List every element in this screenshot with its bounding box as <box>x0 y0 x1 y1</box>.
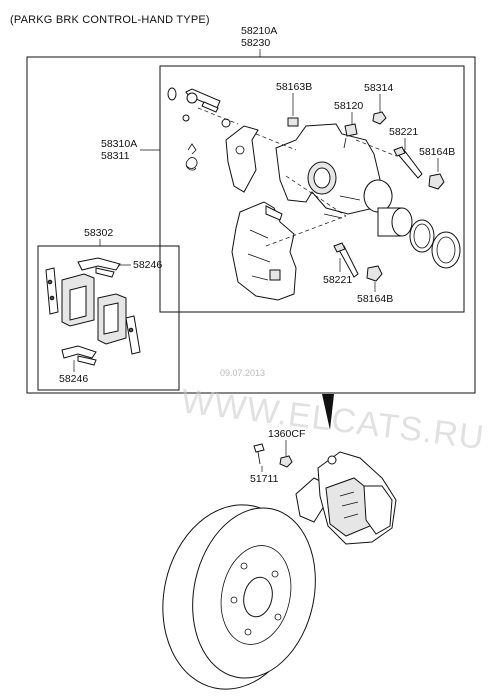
rod-joint <box>186 92 198 104</box>
rod-pin <box>201 101 219 113</box>
shim-dot-2 <box>49 295 55 301</box>
piston <box>363 179 393 213</box>
carrier-detail <box>247 229 271 281</box>
pad-shim-left <box>45 267 59 315</box>
label-51711[interactable]: 51711 <box>250 473 279 485</box>
bleeder-cap[interactable] <box>372 111 387 125</box>
lever-hole <box>235 145 245 155</box>
lug-hole-1 <box>240 562 248 570</box>
label-58314[interactable]: 58314 <box>364 82 393 94</box>
assembled-bleeder <box>327 455 337 465</box>
label-58163B[interactable]: 58163B <box>276 81 312 93</box>
label-58302[interactable]: 58302 <box>84 227 113 239</box>
pad-clip-upper-2 <box>95 267 115 278</box>
carrier-slot <box>269 269 281 281</box>
caliper-body-box <box>159 65 465 313</box>
assembled-detail <box>339 491 359 519</box>
lug-hole-5 <box>230 596 238 604</box>
lug-hole-4 <box>244 628 252 636</box>
carrier-arm <box>265 205 283 221</box>
label-58120[interactable]: 58120 <box>334 100 363 112</box>
label-58164B-top[interactable]: 58164B <box>419 146 455 158</box>
piston-bore-inner <box>313 167 331 189</box>
lug-hole-2 <box>271 570 279 578</box>
pad-kit-contents[interactable] <box>45 257 141 366</box>
label-58310A[interactable]: 58310A <box>101 138 137 150</box>
guide-bolt-bottom-head <box>333 242 346 253</box>
bleeder-screw[interactable] <box>287 117 299 127</box>
assembled-bracket <box>363 485 393 535</box>
return-spring <box>185 143 198 171</box>
label-58246-bottom[interactable]: 58246 <box>59 373 88 385</box>
dust-boot-inner <box>436 236 456 264</box>
shim-dot-3 <box>128 327 134 333</box>
watermark-date: 09.07.2013 <box>220 368 265 378</box>
lug-hole-3 <box>274 613 282 621</box>
label-58221-bottom[interactable]: 58221 <box>323 274 352 286</box>
pad-clip-lower <box>61 345 97 359</box>
caliper-assembly-box <box>26 56 476 394</box>
label-58221-top[interactable]: 58221 <box>389 126 418 138</box>
bleed-valve[interactable] <box>344 123 358 137</box>
piston-face <box>391 207 413 237</box>
disc-hat <box>220 545 292 645</box>
pad-clip-upper <box>77 257 121 271</box>
boot-ring <box>167 87 177 101</box>
piston-seal-inner <box>413 223 431 249</box>
carrier-body <box>231 201 297 301</box>
caliper-carrier[interactable] <box>231 201 297 301</box>
piston-and-seals[interactable] <box>363 179 461 269</box>
pad-kit-box <box>37 245 180 391</box>
parking-lever-assembly[interactable] <box>167 87 259 193</box>
housing-detail <box>323 195 361 219</box>
brake-pad-outer-lining <box>103 302 119 335</box>
label-1360CF[interactable]: 1360CF <box>268 428 305 440</box>
assembled-caliper[interactable] <box>295 451 397 545</box>
assembly-pointer <box>322 394 334 430</box>
shim-dot <box>47 279 53 285</box>
pad-shim-right <box>125 315 141 355</box>
label-58311[interactable]: 58311 <box>101 150 130 162</box>
bleed-valve-stem <box>343 137 347 149</box>
pad-clip-lower-2 <box>77 355 97 366</box>
washer <box>221 118 231 128</box>
mounting-bolt-shank <box>257 451 261 465</box>
guide-boot-top[interactable] <box>428 173 445 190</box>
hub-nut[interactable] <box>279 455 293 468</box>
guide-boot-bottom[interactable] <box>366 265 383 282</box>
label-58246-top[interactable]: 58246 <box>133 259 162 271</box>
disc-center-hole <box>243 576 273 618</box>
mounting-bolt-head[interactable] <box>253 443 265 453</box>
clip <box>182 114 190 122</box>
assembly-dash-lines <box>197 107 397 247</box>
guide-bolt-top-head <box>393 146 406 157</box>
label-58230[interactable]: 58230 <box>241 37 270 49</box>
label-58164B-bottom[interactable]: 58164B <box>357 293 393 305</box>
caliper-housing[interactable] <box>275 123 383 219</box>
brake-pad-inner-lining <box>69 285 87 321</box>
diagram-title: (PARKG BRK CONTROL-HAND TYPE) <box>10 14 210 26</box>
dust-boot <box>431 231 461 269</box>
brake-disc[interactable] <box>146 491 330 699</box>
parking-lever <box>225 125 259 193</box>
label-58210A[interactable]: 58210A <box>241 25 277 37</box>
